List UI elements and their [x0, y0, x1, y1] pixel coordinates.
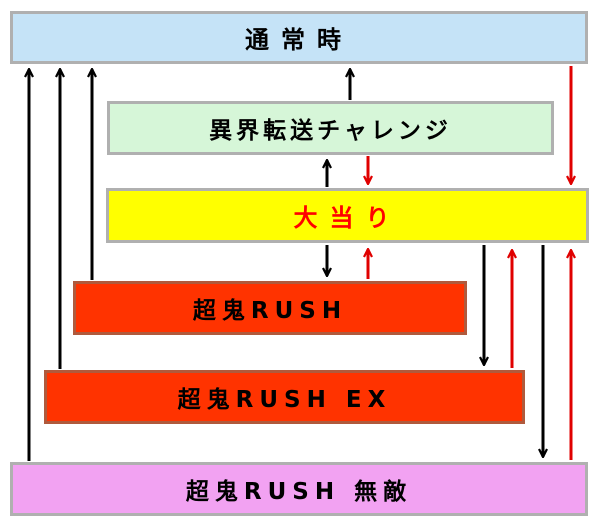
state-ikai-tensou-challenge: 異界転送チャレンジ	[107, 101, 554, 155]
state-chouki-rush-muteki-label: 超鬼RUSH 無敵	[185, 479, 413, 505]
state-chouki-rush-muteki: 超鬼RUSH 無敵	[10, 462, 588, 516]
state-ikai-tensou-challenge-label: 異界転送チャレンジ	[209, 118, 452, 144]
state-chouki-rush-label: 超鬼RUSH	[192, 298, 348, 324]
state-ooatari: 大当り	[106, 188, 589, 243]
state-chouki-rush-ex: 超鬼RUSH EX	[44, 370, 525, 424]
state-chouki-rush-ex-label: 超鬼RUSH EX	[177, 387, 392, 413]
state-normal-label: 通常時	[245, 26, 353, 54]
state-normal: 通常時	[10, 11, 588, 64]
state-ooatari-label: 大当り	[293, 204, 402, 232]
state-chouki-rush: 超鬼RUSH	[73, 281, 467, 335]
